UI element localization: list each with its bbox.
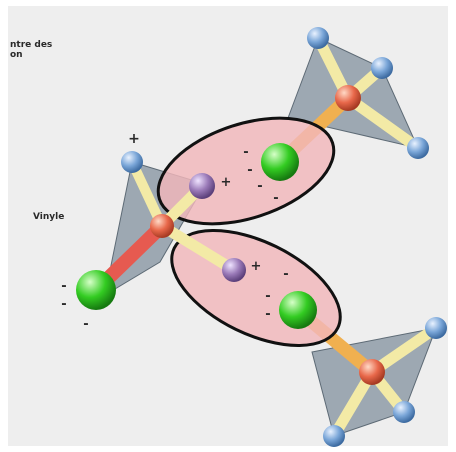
bond <box>156 220 240 276</box>
charge-minus: - <box>247 163 252 178</box>
blue-atom <box>121 151 143 173</box>
charge-minus: - <box>265 307 270 322</box>
charge-minus: - <box>83 317 88 332</box>
chlorine-atom <box>76 270 116 310</box>
charge-minus: - <box>265 289 270 304</box>
blue-atom <box>371 57 393 79</box>
charge-minus: - <box>283 267 288 282</box>
label-top-line-1: ntre des <box>10 40 53 50</box>
fluorine-atom <box>189 173 215 199</box>
charge-plus: + <box>221 175 232 190</box>
carbon-atom <box>359 359 385 385</box>
charge-minus: - <box>273 191 278 206</box>
carbon-atom <box>150 214 174 238</box>
chlorine-atom <box>261 143 299 181</box>
charge-plus: + <box>128 131 140 147</box>
charge-minus: - <box>243 145 248 160</box>
bond <box>342 92 424 154</box>
blue-atom <box>425 317 447 339</box>
blue-atom <box>393 401 415 423</box>
blue-atom <box>407 137 429 159</box>
fluorine-atom <box>222 258 246 282</box>
charge-minus: - <box>257 179 262 194</box>
label-top-left: ntre des on <box>10 40 52 60</box>
blue-atom <box>323 425 345 447</box>
charge-minus: - <box>61 297 66 312</box>
charge-minus: - <box>61 279 66 294</box>
label-vinyle: Vinyle <box>33 212 65 222</box>
blue-atom <box>307 27 329 49</box>
charge-plus: + <box>251 259 262 274</box>
chlorine-atom <box>279 291 317 329</box>
label-top-line-2: on <box>10 50 23 60</box>
carbon-atom <box>335 85 361 111</box>
